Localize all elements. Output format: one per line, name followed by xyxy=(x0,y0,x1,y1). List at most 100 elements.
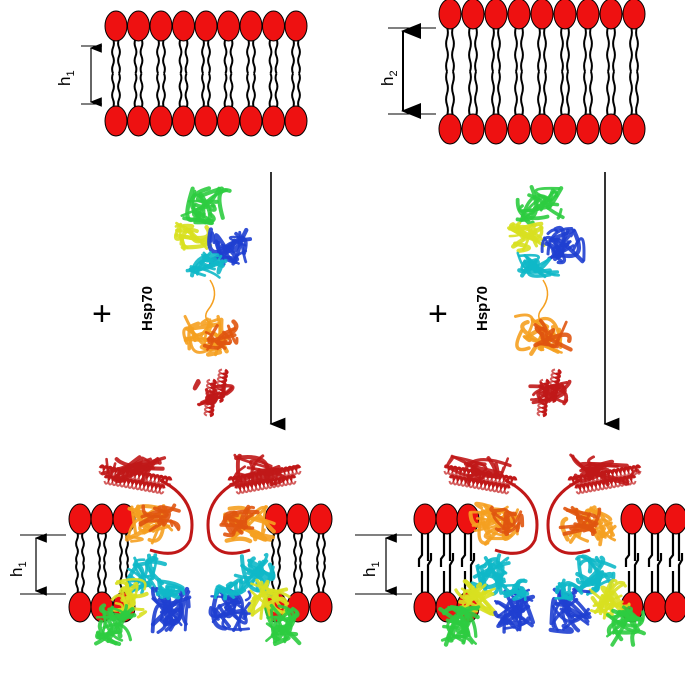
plus-sign-left: + xyxy=(92,295,112,333)
lipid-tail xyxy=(633,553,640,594)
lipid-head xyxy=(461,0,485,30)
lipid-tail xyxy=(297,73,301,109)
protein-ribbon-segment xyxy=(486,462,500,479)
lipid-tail xyxy=(589,26,593,72)
lipid-tail xyxy=(133,73,138,109)
lipid-tail xyxy=(514,71,518,117)
lipid-tail xyxy=(589,71,593,117)
protein-ribbon-segment xyxy=(261,505,267,536)
protein-ribbon-segment xyxy=(152,503,177,514)
lipid-tail xyxy=(537,26,541,72)
protein-ribbon-segment xyxy=(612,624,641,635)
protein-ribbon-segment xyxy=(180,590,191,626)
lipid-tail xyxy=(207,38,211,74)
protein-ribbon-segment xyxy=(575,554,604,578)
lipid-tail xyxy=(299,531,303,564)
protein-ribbon-segment xyxy=(561,590,573,600)
lipid-head xyxy=(127,105,150,137)
protein-ribbon-segment xyxy=(540,331,559,349)
lipid-tail xyxy=(520,71,524,117)
lipid-head xyxy=(484,0,508,30)
protein-ribbon-segment xyxy=(249,459,273,471)
protein-ribbon-segment xyxy=(578,461,629,468)
lipid-tail xyxy=(223,73,228,109)
protein-ribbon-segment xyxy=(556,208,563,220)
protein-ribbon-segment xyxy=(225,581,234,590)
lipid-tail xyxy=(111,38,115,74)
lipid-tail xyxy=(274,73,279,109)
protein-ribbon-segment xyxy=(159,589,181,599)
thickness-label-h1-bottom-left: h1 xyxy=(7,561,29,577)
lipid-tail xyxy=(274,38,279,74)
lipid-head xyxy=(461,113,485,145)
protein-ribbon-segment xyxy=(221,509,260,526)
protein-ribbon-segment xyxy=(192,378,201,391)
protein-ribbon-segment xyxy=(462,583,487,600)
protein-ribbon-segment xyxy=(207,227,230,255)
lipid-tail xyxy=(560,26,564,72)
protein-ribbon-segment xyxy=(156,577,169,596)
lipid-head xyxy=(643,503,667,535)
protein-ribbon-segment xyxy=(224,536,253,544)
lipid-tail xyxy=(277,562,281,595)
lipid-tail xyxy=(297,38,301,74)
protein-ribbon-segment xyxy=(196,188,228,215)
protein-ribbon-segment xyxy=(470,467,485,481)
lipid-head xyxy=(507,113,531,145)
lipid-head xyxy=(239,10,263,42)
lipid-head xyxy=(286,503,310,535)
protein-ribbon-segment xyxy=(130,579,145,595)
lipid-head xyxy=(553,113,577,145)
lipid-tail xyxy=(316,531,320,564)
protein-ribbon-segment xyxy=(465,476,484,486)
lipid-tail xyxy=(491,26,495,72)
protein-ribbon-segment xyxy=(464,458,512,470)
protein-ribbon-segment xyxy=(555,582,562,595)
lipid-head xyxy=(309,503,333,535)
lipid-tail xyxy=(322,531,326,564)
protein-ribbon-segment xyxy=(257,514,276,534)
protein-ribbon-segment xyxy=(445,455,454,468)
lipid-tail xyxy=(543,71,547,117)
lipid-head xyxy=(68,503,92,535)
protein-ribbon-segment xyxy=(496,604,531,629)
lipid-tail xyxy=(119,531,123,564)
lipid-tail xyxy=(417,532,424,567)
lipid-head xyxy=(104,10,128,42)
lipid-tail xyxy=(451,26,455,72)
hsp70-label-right: Hsp70 xyxy=(474,286,491,331)
lipid-tail xyxy=(111,73,115,109)
protein-ribbon-segment xyxy=(217,188,232,220)
protein-ribbon-segment xyxy=(536,391,547,405)
protein-ribbon-segment xyxy=(185,186,202,222)
protein-ribbon-segment xyxy=(199,317,219,326)
lipid-tail xyxy=(647,532,654,567)
lipid-tail xyxy=(291,73,295,109)
bound-hsp70-icon xyxy=(438,454,539,647)
protein-ribbon-segment xyxy=(207,323,219,344)
lipid-head xyxy=(643,591,667,623)
lipid-tail xyxy=(468,71,472,117)
lipid-tail xyxy=(677,553,684,594)
lipid-tail xyxy=(252,38,256,74)
thickness-indicator-top-right: h2 xyxy=(378,23,436,119)
protein-ribbon-segment xyxy=(233,465,247,480)
protein-ribbon-segment xyxy=(230,227,249,254)
protein-ribbon-segment xyxy=(106,606,135,636)
protein-ribbon-segment xyxy=(515,329,531,352)
protein-ribbon-segment xyxy=(553,225,566,247)
lipid-head xyxy=(576,0,600,30)
protein-ribbon-segment xyxy=(270,608,277,636)
lipid-tail xyxy=(178,38,183,74)
lipid-head xyxy=(507,0,531,30)
protein-ribbon-segment xyxy=(546,226,574,256)
protein-ribbon-segment xyxy=(144,519,181,532)
lipid-tail xyxy=(469,553,476,594)
lipid-tail xyxy=(629,26,633,72)
membrane-bound-hsp70-proteins xyxy=(94,453,646,647)
protein-ribbon-segment xyxy=(216,264,224,275)
lipid-tail xyxy=(103,531,107,564)
lipid-head xyxy=(553,0,577,30)
lipid-head xyxy=(127,10,150,42)
protein-ribbon-segment xyxy=(512,241,531,253)
